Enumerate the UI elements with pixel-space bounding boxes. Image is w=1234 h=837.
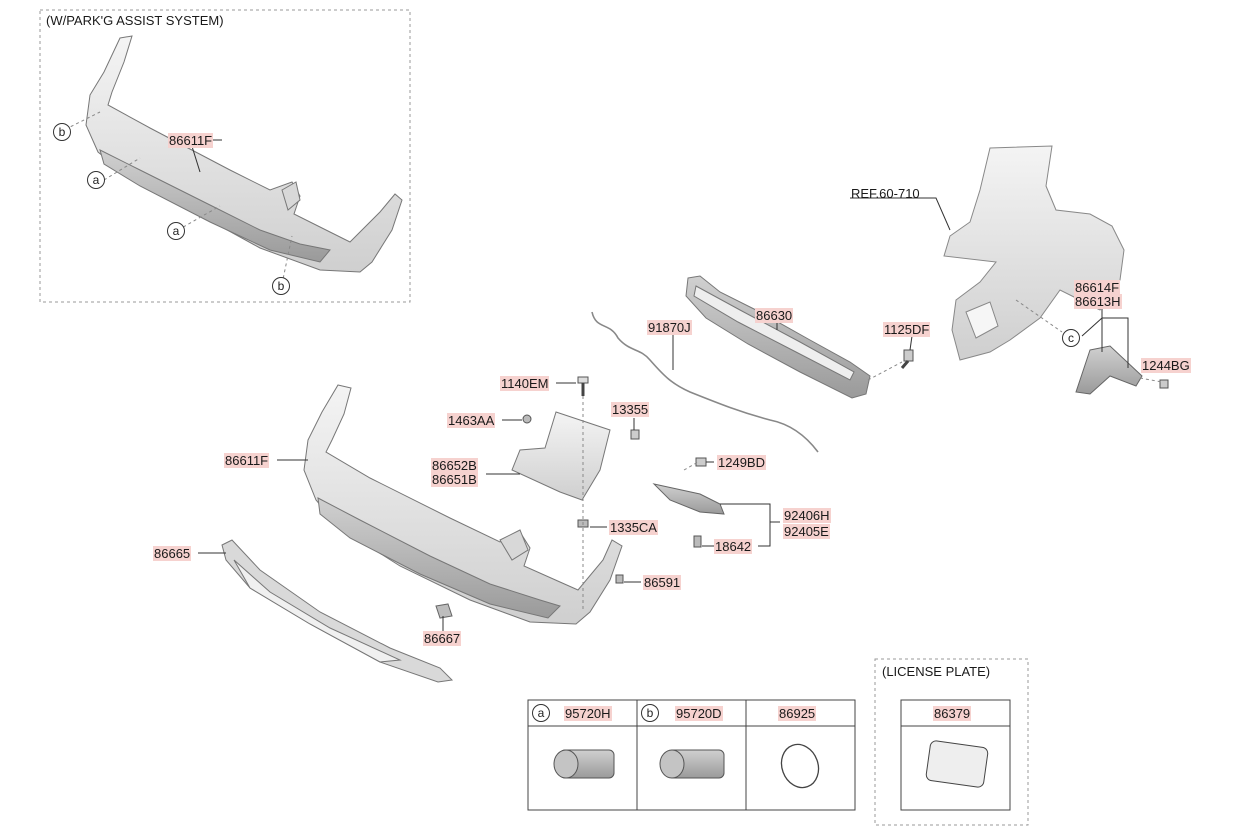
- sensor-b-illustration: [659, 749, 725, 779]
- callout-a-mid: a: [167, 222, 185, 240]
- label-retainer[interactable]: 86591: [643, 575, 682, 590]
- gasket-illustration: [780, 743, 820, 789]
- label-lower-trim[interactable]: 86665: [153, 546, 192, 561]
- license-plate-frame: [874, 658, 1029, 826]
- label-cover-b[interactable]: 86652B: [431, 458, 478, 473]
- lower-trim-illustration: [221, 539, 454, 683]
- label-main-bumper[interactable]: 86611F: [224, 453, 270, 468]
- bumper-beam-illustration: [685, 275, 871, 399]
- park-assist-frame: [39, 9, 411, 303]
- table-part-86925[interactable]: 86925: [778, 706, 817, 721]
- park-assist-frame-title: (W/PARK'G ASSIST SYSTEM): [46, 13, 224, 28]
- label-nut-1335[interactable]: 1335CA: [609, 520, 658, 535]
- label-cover-a[interactable]: 86651B: [431, 472, 478, 487]
- label-nut-13355[interactable]: 13355: [611, 402, 650, 417]
- table-callout-a: a: [532, 704, 550, 722]
- wiring-harness-illustration: [591, 311, 819, 453]
- label-wiring[interactable]: 91870J: [647, 320, 692, 335]
- table-part-86379[interactable]: 86379: [933, 706, 972, 721]
- table-part-95720H[interactable]: 95720H: [564, 706, 612, 721]
- label-screw-1249[interactable]: 1249BD: [717, 455, 766, 470]
- main-bumper-illustration: [303, 384, 623, 625]
- callout-a-left: a: [87, 171, 105, 189]
- label-reflector-e[interactable]: 92405E: [783, 524, 830, 539]
- callout-b-bottom: b: [272, 277, 290, 295]
- label-bracket-f[interactable]: 86614F: [1074, 280, 1121, 295]
- callout-b-top: b: [53, 123, 71, 141]
- label-screw-1125[interactable]: 1125DF: [883, 322, 931, 337]
- label-bracket-h[interactable]: 86613H: [1074, 294, 1122, 309]
- label-trim-clip[interactable]: 86667: [423, 631, 462, 646]
- label-clip-1463[interactable]: 1463AA: [447, 413, 496, 428]
- label-beam[interactable]: 86630: [755, 308, 794, 323]
- label-reflector-h[interactable]: 92406H: [783, 508, 831, 523]
- table-callout-b: b: [641, 704, 659, 722]
- sensor-a-illustration: [553, 749, 615, 779]
- body-panel-illustration: [943, 145, 1125, 361]
- label-ref: REF.60-710: [851, 186, 920, 201]
- reflector-illustration: [652, 483, 725, 515]
- inset-bumper-illustration: [85, 35, 403, 273]
- table-part-95720D[interactable]: 95720D: [675, 706, 723, 721]
- label-screw-1244[interactable]: 1244BG: [1141, 358, 1191, 373]
- bracket-illustration: [1075, 345, 1143, 395]
- callout-c: c: [1062, 329, 1080, 347]
- clip-86667-illustration: [435, 603, 453, 619]
- license-plate-pad-illustration: [925, 740, 989, 788]
- label-bulb[interactable]: 18642: [714, 539, 753, 554]
- parts-table-grid: [527, 699, 1011, 811]
- label-inset-bumper[interactable]: 86611F: [168, 133, 214, 148]
- license-plate-frame-title: (LICENSE PLATE): [882, 664, 991, 679]
- label-screw-1140[interactable]: 1140EM: [500, 376, 550, 391]
- bumper-cover-piece-illustration: [511, 411, 611, 501]
- fasteners-illustration: [522, 349, 1169, 584]
